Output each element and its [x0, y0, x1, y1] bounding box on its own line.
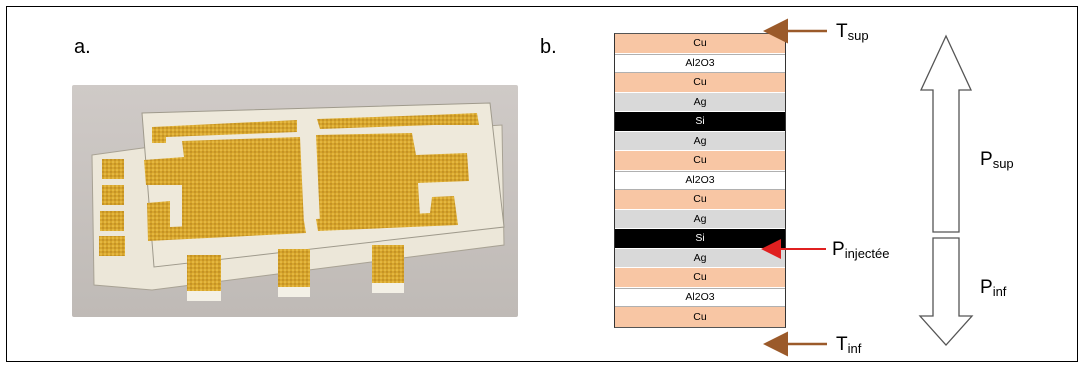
left-large-pad	[144, 137, 304, 231]
terminal-2-base	[278, 287, 310, 297]
p-inf-arrow	[918, 237, 974, 346]
terminal-2	[278, 249, 310, 287]
layer-cu: Cu	[615, 151, 785, 171]
p-injectee-label: Pinjectée	[832, 239, 890, 261]
layer-cu: Cu	[615, 190, 785, 210]
top-right-track	[317, 115, 434, 129]
bottom-right-track	[316, 196, 458, 231]
layer-cu: Cu	[615, 268, 785, 288]
layer-cu: Cu	[615, 34, 785, 54]
panel-b-label: b.	[540, 36, 557, 58]
left-pad-4	[99, 236, 125, 256]
p-inf-label: Pinf	[980, 277, 1007, 299]
layer-al2o3: Al2O3	[615, 53, 785, 73]
layer-ag: Ag	[615, 209, 785, 229]
t-sup-label: Tsup	[836, 21, 869, 43]
layer-al2o3: Al2O3	[615, 170, 785, 190]
right-large-pad	[316, 133, 469, 223]
left-pad-3	[100, 211, 124, 231]
top-left-track	[152, 120, 297, 143]
terminal-3-base	[372, 283, 404, 293]
p-sup-label: Psup	[980, 149, 1014, 171]
layer-cu: Cu	[615, 73, 785, 93]
left-pad-2	[102, 185, 124, 205]
layer-al2o3: Al2O3	[615, 287, 785, 307]
layer-ag: Ag	[615, 248, 785, 268]
bottom-left-track	[147, 201, 306, 241]
layer-ag: Ag	[615, 131, 785, 151]
left-pad-1	[102, 159, 124, 179]
panel-a-label: a.	[74, 36, 91, 58]
terminal-1-base	[187, 291, 221, 301]
terminal-1	[187, 255, 221, 291]
layer-si: Si	[615, 112, 785, 132]
layer-cu: Cu	[615, 307, 785, 327]
terminal-3	[372, 245, 404, 283]
layer-si: Si	[615, 229, 785, 249]
module-photo	[72, 85, 518, 317]
layer-ag: Ag	[615, 92, 785, 112]
p-sup-arrow	[919, 34, 973, 233]
t-inf-label: Tinf	[836, 334, 862, 356]
top-right-tab	[432, 113, 479, 125]
